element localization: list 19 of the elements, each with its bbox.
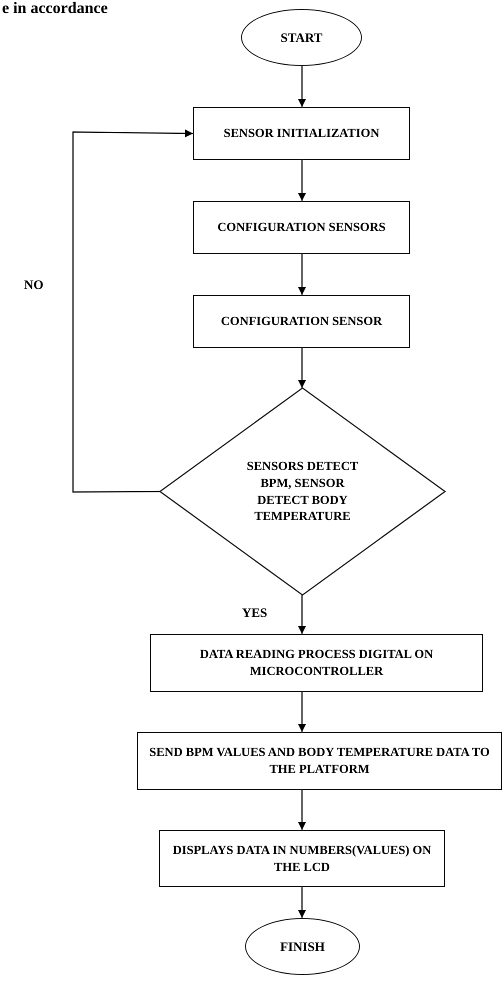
arrow [72, 129, 193, 493]
arrow [298, 692, 306, 732]
process-box: SEND BPM VALUES AND BODY TEMPERATURE DATA TO THE PLATFORM [137, 732, 502, 790]
process-box: DISPLAYS DATA IN NUMBERS(VALUES) ON THE LCD [159, 830, 445, 887]
terminal-oval: START [241, 9, 362, 66]
arrow [298, 66, 306, 107]
arrow [298, 790, 306, 830]
process-box: CONFIGURATION SENSORS [193, 201, 410, 254]
arrow [298, 160, 306, 201]
arrow [298, 887, 306, 918]
process-box: SENSOR INITIALIZATION [193, 107, 410, 160]
process-box: DATA READING PROCESS DIGITAL ON MICROCONTROLLER [150, 634, 483, 692]
process-box: CONFIGURATION SENSOR [193, 295, 410, 348]
arrow [298, 254, 306, 295]
arrow [298, 595, 306, 634]
text-fragment: e in accordance [2, 0, 108, 18]
decision-diamond: SENSORS DETECT BPM, SENSOR DETECT BODY TEMPERATURE [160, 388, 445, 595]
arrow [298, 348, 306, 388]
terminal-oval: FINISH [245, 918, 360, 975]
